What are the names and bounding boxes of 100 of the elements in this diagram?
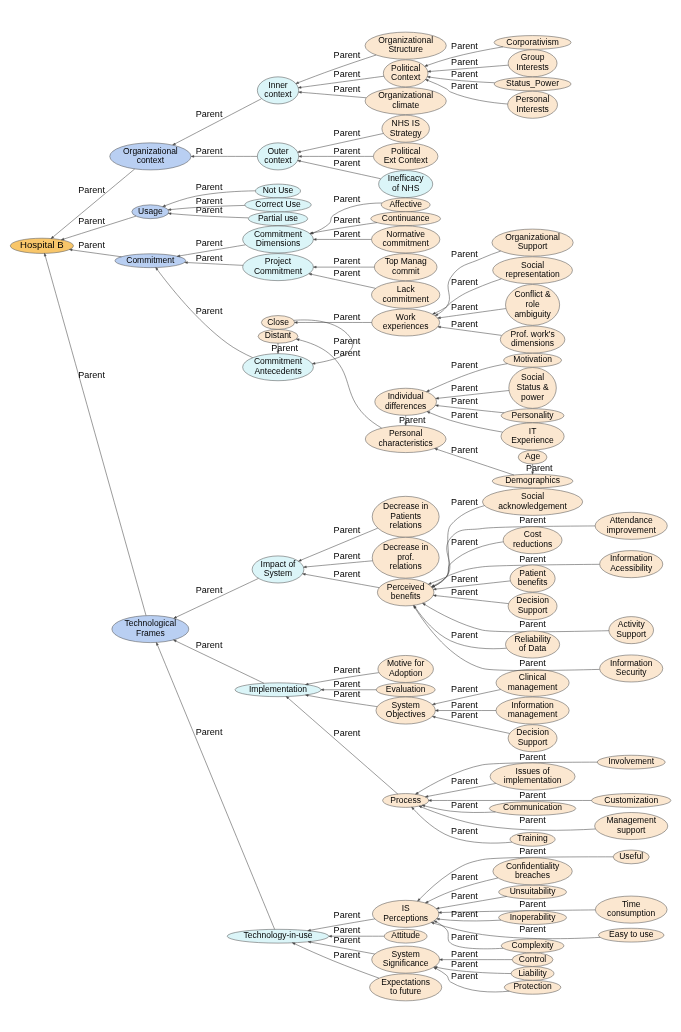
node-ellipse: Expectations to future bbox=[369, 973, 442, 1001]
node-ellipse: Age bbox=[517, 449, 548, 464]
arrow bbox=[433, 593, 509, 604]
edge-label: Parent bbox=[451, 359, 478, 370]
arrow bbox=[172, 98, 262, 145]
node-ellipse: Decision Support bbox=[507, 723, 558, 752]
arrow bbox=[426, 362, 508, 392]
arrow bbox=[298, 527, 379, 561]
arrow bbox=[305, 693, 378, 707]
node-ellipse: Political Ext Context bbox=[373, 142, 439, 170]
edge-label: Parent bbox=[451, 871, 478, 882]
node-ellipse: Motive for Adoption bbox=[377, 654, 434, 683]
arrow bbox=[184, 260, 244, 266]
arrow bbox=[285, 695, 399, 794]
node-ellipse: Organizational climate bbox=[364, 86, 447, 115]
node-ellipse: Information management bbox=[495, 696, 570, 724]
arrow bbox=[411, 806, 513, 843]
edge-label: Parent bbox=[333, 335, 361, 346]
node-ellipse: Protection bbox=[504, 979, 562, 994]
arrow bbox=[303, 560, 373, 568]
node-ellipse: Management support bbox=[594, 811, 669, 840]
node-ellipse: Social representation bbox=[492, 256, 573, 284]
arrow bbox=[425, 78, 508, 104]
node-ellipse: Social acknowledgement bbox=[482, 487, 583, 516]
edge-label: Parent bbox=[451, 709, 478, 720]
node-ellipse: Group Interests bbox=[507, 48, 558, 77]
edge-label: Parent bbox=[519, 923, 546, 934]
edge-label: Parent bbox=[451, 573, 478, 584]
edge-label: Parent bbox=[195, 252, 223, 263]
edge-label: Parent bbox=[451, 536, 478, 547]
arrow bbox=[156, 641, 275, 930]
arrow bbox=[432, 278, 502, 314]
arrow bbox=[427, 64, 509, 73]
arrow bbox=[293, 319, 353, 365]
node-ellipse: Time consumption bbox=[595, 895, 668, 923]
edge-label: Parent bbox=[451, 775, 478, 786]
node-ellipse: Easy to use bbox=[598, 927, 665, 942]
arrow bbox=[313, 237, 372, 241]
arrow bbox=[425, 782, 497, 798]
edge-label: Parent bbox=[451, 409, 478, 420]
arrow bbox=[167, 204, 246, 211]
arrow bbox=[298, 90, 367, 98]
node-ellipse: Reliability of Data bbox=[505, 630, 560, 658]
node-ellipse: Confidentiality breaches bbox=[492, 857, 573, 885]
node-ellipse: Activity Support bbox=[608, 615, 654, 644]
edge-label: Parent bbox=[451, 301, 478, 312]
edge-label: Parent bbox=[333, 688, 361, 699]
edge-label: Parent bbox=[519, 898, 546, 909]
node-ellipse: NHS IS Strategy bbox=[381, 114, 430, 142]
edge-label: Parent bbox=[333, 924, 361, 935]
node-ellipse: Patient benefits bbox=[509, 564, 556, 592]
edge-label: Parent bbox=[525, 462, 553, 473]
node-ellipse: Inefficacy of NHS bbox=[378, 169, 433, 198]
edge-label: Parent bbox=[451, 496, 478, 507]
node-ellipse: Unsuitability bbox=[498, 884, 567, 899]
edge-label: Parent bbox=[195, 204, 223, 215]
node-ellipse: Information Acessibility bbox=[599, 549, 664, 578]
arrow bbox=[328, 934, 385, 937]
arrow bbox=[435, 404, 505, 413]
node-ellipse: Organizational Structure bbox=[364, 31, 447, 59]
node-ellipse: Demographics bbox=[491, 473, 574, 488]
node-ellipse: Customization bbox=[591, 792, 672, 808]
node-ellipse: Corporativism bbox=[493, 34, 572, 50]
arrow bbox=[302, 572, 380, 588]
arrow bbox=[168, 211, 249, 218]
edge-label: Parent bbox=[451, 683, 478, 694]
edge-label: Parent bbox=[451, 444, 478, 455]
edge-label: Parent bbox=[451, 586, 478, 597]
node-ellipse: Useful bbox=[612, 849, 650, 864]
node-ellipse: Conflict & role ambiguity bbox=[505, 283, 560, 326]
node-ellipse: Attendance improvement bbox=[594, 511, 668, 540]
edge-label: Parent bbox=[333, 157, 361, 168]
edge-label: Parent bbox=[519, 789, 546, 800]
edge-label: Parent bbox=[333, 214, 361, 225]
node-ellipse: Lack commitment bbox=[371, 280, 441, 309]
edge-label: Parent bbox=[451, 629, 478, 640]
edge-label: Parent bbox=[195, 195, 223, 206]
arrow bbox=[422, 602, 610, 632]
arrow bbox=[69, 248, 122, 257]
node-ellipse: Partial use bbox=[248, 211, 308, 226]
arrow bbox=[296, 338, 382, 428]
arrow bbox=[295, 54, 377, 84]
edge-label: Parent bbox=[451, 318, 478, 329]
edge-label: Parent bbox=[195, 108, 223, 119]
arrow bbox=[297, 159, 381, 179]
arrow bbox=[305, 671, 379, 685]
node-ellipse: Attitude bbox=[384, 928, 428, 943]
edge-label: Parent bbox=[333, 347, 361, 358]
edge-label: Parent bbox=[451, 825, 478, 836]
edge-label: Parent bbox=[333, 664, 361, 675]
node-ellipse: Clinical management bbox=[495, 668, 570, 697]
edge-label: Parent bbox=[195, 639, 223, 650]
edge-label: Parent bbox=[519, 553, 546, 564]
arrow bbox=[155, 266, 253, 358]
edge-label: Parent bbox=[519, 514, 546, 525]
arrow bbox=[437, 307, 507, 319]
node-ellipse: Issues of implementation bbox=[489, 762, 576, 790]
edge-label: Parent bbox=[333, 127, 361, 138]
node-ellipse: Involvement bbox=[597, 754, 666, 769]
arrow bbox=[297, 132, 384, 153]
